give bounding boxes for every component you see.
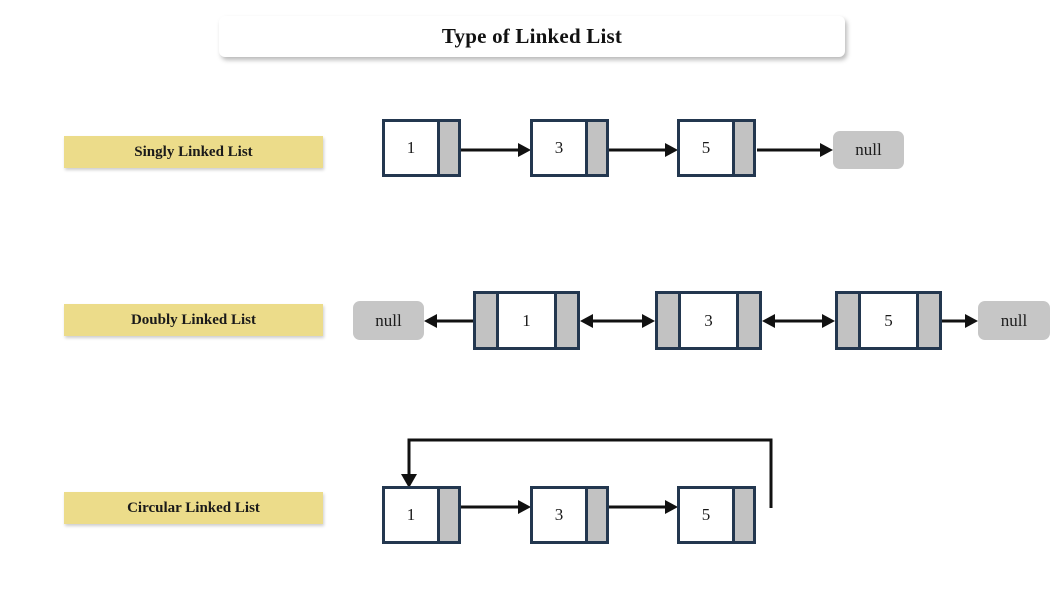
singly-node-1-value: 1 [385,122,437,174]
doubly-arrow-1-to-null-left [424,314,473,328]
doubly-arrow-3-to-5 [762,314,835,328]
doubly-node-5-next-cell [916,294,939,347]
doubly-null-head-text: null [375,310,402,330]
doubly-node-3-next-cell [736,294,759,347]
singly-node-1: 1 [382,119,461,177]
singly-node-3-pointer-cell [585,122,606,174]
singly-node-5-pointer-cell [732,122,753,174]
row-label-text: Doubly Linked List [130,311,257,328]
singly-node-3-value: 3 [533,122,585,174]
doubly-arrow-5-to-null-right [942,314,978,328]
singly-null-text: null [855,140,882,159]
doubly-node-5-prev-cell [838,294,861,347]
circular-loopback-arrow [401,438,773,508]
singly-null-terminator: null [833,131,904,169]
doubly-node-5-value: 5 [861,294,916,347]
doubly-node-1-value: 1 [499,294,554,347]
doubly-arrow-1-to-3 [580,314,655,328]
doubly-node-3: 3 [655,291,762,350]
circular-node-1-value: 1 [385,489,437,541]
doubly-node-3-prev-cell [658,294,681,347]
singly-arrow-3-to-5 [609,143,678,157]
circular-node-5-value: 5 [680,489,732,541]
circular-node-3: 3 [530,486,609,544]
circular-node-3-pointer-cell [585,489,606,541]
page-title: Type of Linked List [441,24,623,48]
doubly-null-head-terminator: null [353,301,424,340]
row-label-singly-linked-list: Singly Linked List [64,136,323,168]
doubly-node-5: 5 [835,291,942,350]
singly-arrow-5-to-null [757,143,833,157]
page-title-card: Type of Linked List [219,16,845,57]
circular-arrow-1-to-3 [461,500,531,514]
singly-node-1-pointer-cell [437,122,458,174]
doubly-null-tail-text: null [1000,310,1028,330]
doubly-node-3-value: 3 [681,294,736,347]
singly-node-5: 5 [677,119,756,177]
row-label-text: Singly Linked List [134,143,253,160]
doubly-node-1-next-cell [554,294,577,347]
row-label-text: Circular Linked List [127,499,260,516]
doubly-node-1-prev-cell [476,294,499,347]
circular-node-1: 1 [382,486,461,544]
row-label-doubly-linked-list: Doubly Linked List [64,304,323,336]
singly-node-3: 3 [530,119,609,177]
circular-arrow-3-to-5 [609,500,678,514]
circular-node-3-value: 3 [533,489,585,541]
circular-node-1-pointer-cell [437,489,458,541]
singly-node-5-value: 5 [680,122,732,174]
circular-node-5: 5 [677,486,756,544]
circular-node-5-pointer-cell [732,489,753,541]
doubly-node-1: 1 [473,291,580,350]
singly-arrow-1-to-3 [461,143,531,157]
doubly-null-tail-terminator: null [978,301,1050,340]
row-label-circular-linked-list: Circular Linked List [64,492,323,524]
